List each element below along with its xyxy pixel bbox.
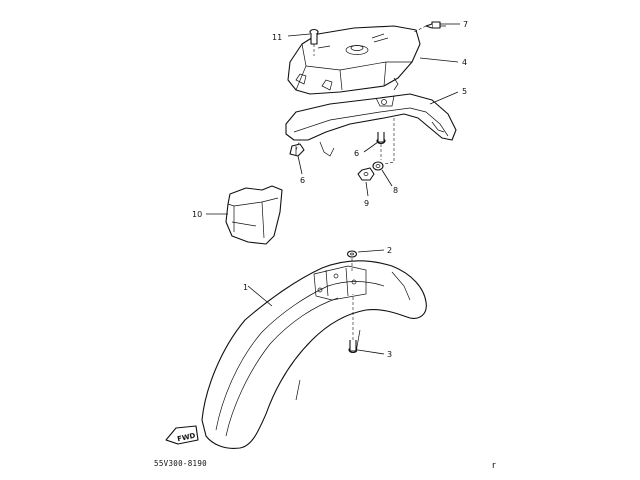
part-10-pad	[225, 185, 283, 245]
part-5-side-cover	[285, 93, 457, 157]
callout-6-right: 6	[354, 149, 359, 158]
assembly-lines	[295, 25, 427, 340]
callout-1: 1	[243, 283, 248, 292]
bolt-3	[348, 340, 358, 354]
callout-3: 3	[387, 350, 392, 359]
forward-direction-badge: FWD	[165, 425, 199, 445]
callout-11: 11	[272, 33, 282, 42]
callout-6-left: 6	[300, 176, 305, 185]
corner-mark: r	[492, 461, 496, 471]
clip-6-left	[289, 143, 305, 157]
leader-lines	[206, 23, 460, 355]
bolt-11	[309, 28, 319, 45]
callout-7: 7	[463, 20, 468, 29]
callout-4: 4	[462, 58, 467, 67]
callout-labels: 11 7 4 5 6 6 8 9 10 2 3 1	[192, 20, 468, 359]
bolt-7	[425, 21, 446, 29]
callout-10: 10	[192, 210, 202, 219]
callout-8: 8	[393, 186, 398, 195]
callout-9: 9	[364, 199, 369, 208]
part-4-rear-cover	[287, 25, 421, 95]
bolt-6-right	[376, 132, 386, 145]
callout-2: 2	[387, 246, 392, 255]
diagram-code: 55V300-8190	[154, 459, 207, 468]
part-1-front-fender	[201, 260, 427, 449]
washer-8	[372, 161, 384, 171]
nut-9	[357, 167, 375, 181]
hardware-items	[289, 21, 446, 354]
fwd-text: FWD	[177, 432, 197, 444]
washer-2	[346, 250, 358, 258]
callout-5: 5	[462, 87, 467, 96]
